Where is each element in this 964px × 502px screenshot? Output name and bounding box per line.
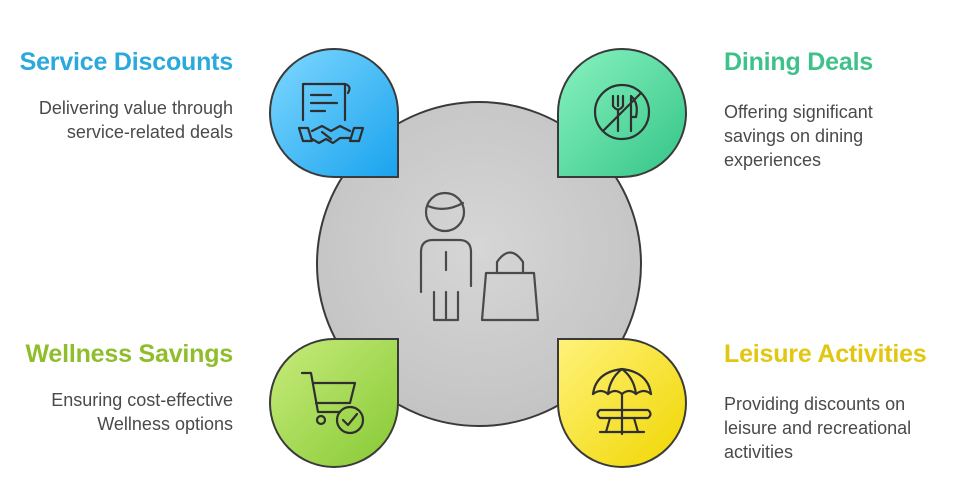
petal-service-discounts	[269, 48, 399, 178]
desc-dining-deals: Offering significant savings on dining e…	[724, 100, 873, 172]
desc-leisure-activities: Providing discounts on leisure and recre…	[724, 392, 911, 464]
shopper-with-bag-icon	[419, 191, 540, 322]
desc-line: experiences	[724, 150, 822, 170]
no-dining-icon	[593, 83, 651, 141]
desc-line: service-related deals	[66, 122, 233, 142]
desc-wellness-savings: Ensuring cost-effective Wellness options	[10, 388, 233, 436]
title-leisure-activities: Leisure Activities	[724, 340, 927, 368]
title-service-discounts: Service Discounts	[19, 48, 234, 76]
title-wellness-savings: Wellness Savings	[25, 340, 233, 368]
beach-umbrella-icon	[591, 367, 653, 436]
desc-line: Wellness options	[97, 414, 233, 434]
desc-line: Providing discounts on	[724, 394, 906, 414]
contract-handshake-icon	[297, 82, 365, 145]
desc-line: Delivering value through	[38, 98, 233, 118]
desc-line: Offering significant	[724, 102, 873, 122]
desc-line: leisure and recreational	[724, 418, 912, 438]
title-dining-deals: Dining Deals	[724, 48, 874, 76]
desc-line: Ensuring cost-effective	[51, 390, 233, 410]
cart-check-icon	[300, 371, 365, 435]
desc-service-discounts: Delivering value through service-related…	[10, 96, 233, 144]
desc-line: activities	[724, 442, 794, 462]
desc-line: savings on dining	[724, 126, 864, 146]
